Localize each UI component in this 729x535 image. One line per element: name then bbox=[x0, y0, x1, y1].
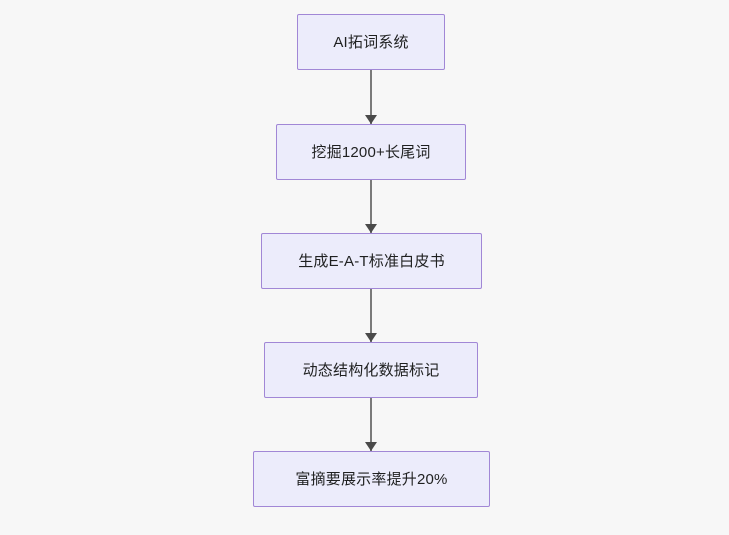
flow-node-label: 生成E-A-T标准白皮书 bbox=[298, 252, 445, 270]
arrowhead-icon bbox=[365, 333, 377, 342]
flow-node-label: 富摘要展示率提升20% bbox=[295, 470, 448, 488]
edge-line bbox=[370, 70, 372, 124]
flow-node-label: 动态结构化数据标记 bbox=[302, 361, 440, 379]
flow-node-eat-whitepaper[interactable]: 生成E-A-T标准白皮书 bbox=[261, 233, 482, 289]
flow-node-rich-snippet-result[interactable]: 富摘要展示率提升20% bbox=[253, 451, 490, 507]
arrowhead-icon bbox=[365, 224, 377, 233]
arrowhead-icon bbox=[365, 442, 377, 451]
flow-node-label: 挖掘1200+长尾词 bbox=[311, 143, 431, 161]
flow-node-ai-keyword-system[interactable]: AI拓词系统 bbox=[297, 14, 445, 70]
edge-line bbox=[370, 289, 372, 342]
flow-node-structured-data-markup[interactable]: 动态结构化数据标记 bbox=[264, 342, 478, 398]
edge-line bbox=[370, 398, 372, 451]
flow-node-label: AI拓词系统 bbox=[333, 33, 409, 51]
flow-node-longtail-keywords[interactable]: 挖掘1200+长尾词 bbox=[276, 124, 466, 180]
arrowhead-icon bbox=[365, 115, 377, 124]
edge-line bbox=[370, 180, 372, 233]
